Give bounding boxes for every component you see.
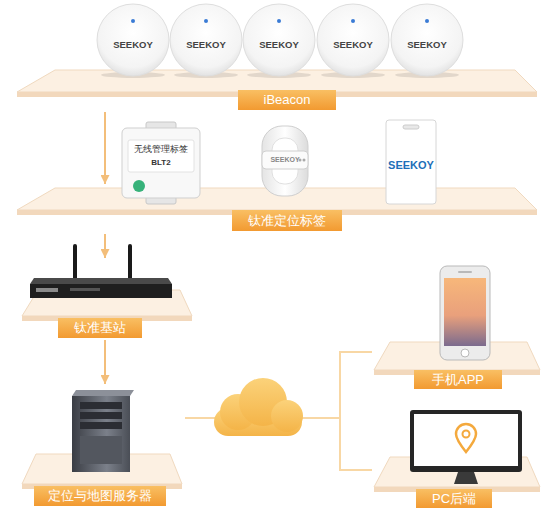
shelf-label: 定位与地图服务器	[34, 486, 166, 506]
shelf-tab	[34, 486, 166, 506]
device-label: SEEKOY	[186, 40, 226, 50]
beacon-led	[351, 19, 355, 23]
shelf-label: 钛准基站	[58, 318, 142, 338]
phone-speaker	[458, 271, 472, 273]
shelf-board	[22, 290, 192, 316]
base-station	[30, 246, 172, 298]
beacon-led	[425, 19, 429, 23]
shelf-board	[22, 454, 182, 484]
server-tower	[72, 390, 134, 472]
shelf-board	[17, 188, 537, 210]
connector	[104, 234, 106, 258]
shelf-node: PC后端	[372, 405, 542, 511]
map-pin	[456, 424, 476, 452]
shelf-tab	[232, 210, 342, 231]
beacon-body	[97, 4, 169, 76]
tag-button	[133, 180, 145, 192]
beacon-body	[391, 4, 463, 76]
monitor	[410, 410, 522, 484]
beacon-body	[317, 4, 389, 76]
server-bay	[80, 402, 122, 409]
device-label: SEEKOY	[113, 40, 153, 50]
monitor-stand	[454, 472, 478, 484]
shelf-board	[374, 457, 540, 487]
card-body	[386, 120, 436, 204]
shelf-label: 手机APP	[414, 370, 502, 389]
cloud	[214, 378, 303, 436]
shelf-label: PC后端	[416, 489, 492, 508]
beacon-shadow	[321, 72, 385, 78]
tag-clip	[146, 196, 176, 204]
device-label: BLT2	[151, 159, 170, 168]
tag-clip	[146, 122, 176, 130]
connector	[185, 418, 372, 470]
device-label: SEEKOY	[333, 40, 373, 50]
station-logo	[36, 288, 58, 292]
cloud-puff	[220, 394, 256, 430]
connector	[104, 112, 106, 184]
card-slot	[403, 125, 419, 129]
server-bay	[80, 412, 122, 419]
server-grille	[80, 436, 122, 464]
device-label: 无线管理标签	[134, 145, 188, 155]
shelf-label: iBeacon	[238, 90, 336, 110]
wristband-display	[262, 151, 308, 169]
phone-screen	[444, 278, 486, 346]
phone-button	[461, 349, 469, 357]
cloud-base	[214, 408, 302, 436]
connector	[185, 352, 372, 418]
shelf-board	[374, 342, 540, 370]
shelf-tab	[416, 489, 492, 508]
shelf-node: 手机APP	[372, 262, 542, 390]
server-bay	[80, 422, 122, 429]
server-body	[72, 396, 130, 472]
wristband-dot	[299, 159, 302, 162]
phone-body	[440, 266, 490, 360]
shelf-tab	[238, 90, 336, 110]
shelf-label: 钛准定位标签	[232, 210, 342, 231]
station-front	[30, 284, 172, 298]
device-label: SEEKOY	[407, 40, 447, 50]
shelf-node: 钛准定位标签	[15, 184, 540, 234]
beacon-shadow	[395, 72, 459, 78]
tag-devices	[122, 120, 436, 204]
monitor-screen	[414, 414, 518, 466]
beacon-devices	[97, 4, 463, 78]
connector	[104, 340, 106, 384]
monitor-frame	[410, 410, 522, 472]
tag-box	[122, 128, 200, 198]
map-pin-dot	[463, 431, 470, 438]
server-top	[72, 390, 134, 396]
beacon-led	[204, 19, 208, 23]
beacon-body	[170, 4, 242, 76]
beacon-shadow	[101, 72, 165, 78]
antenna	[73, 246, 77, 278]
beacon-led	[277, 19, 281, 23]
beacon-shadow	[174, 72, 238, 78]
shelf-node: 钛准基站	[20, 258, 195, 340]
shelf-outline	[372, 262, 542, 390]
wristband-body	[262, 126, 308, 196]
wristband-dot	[303, 159, 306, 162]
cloud-puff	[239, 378, 287, 426]
tag-sticker	[128, 140, 194, 172]
shelf-node: 定位与地图服务器	[20, 384, 185, 508]
shelf-board	[17, 70, 537, 92]
wristband-hole	[272, 138, 298, 184]
station-top	[30, 278, 172, 284]
shelf-node: iBeacon	[15, 66, 540, 112]
phone	[440, 266, 490, 360]
beacon-shadow	[247, 72, 311, 78]
antenna	[128, 246, 132, 278]
beacon-body	[243, 4, 315, 76]
shelf-tab	[414, 370, 502, 389]
cloud-puff	[271, 400, 303, 432]
beacon-led	[131, 19, 135, 23]
device-label: SEEKOY	[270, 156, 299, 164]
shelf-tab	[58, 318, 142, 338]
device-label: SEEKOY	[259, 40, 299, 50]
station-panel	[70, 288, 100, 291]
device-label: SEEKOY	[388, 159, 434, 171]
